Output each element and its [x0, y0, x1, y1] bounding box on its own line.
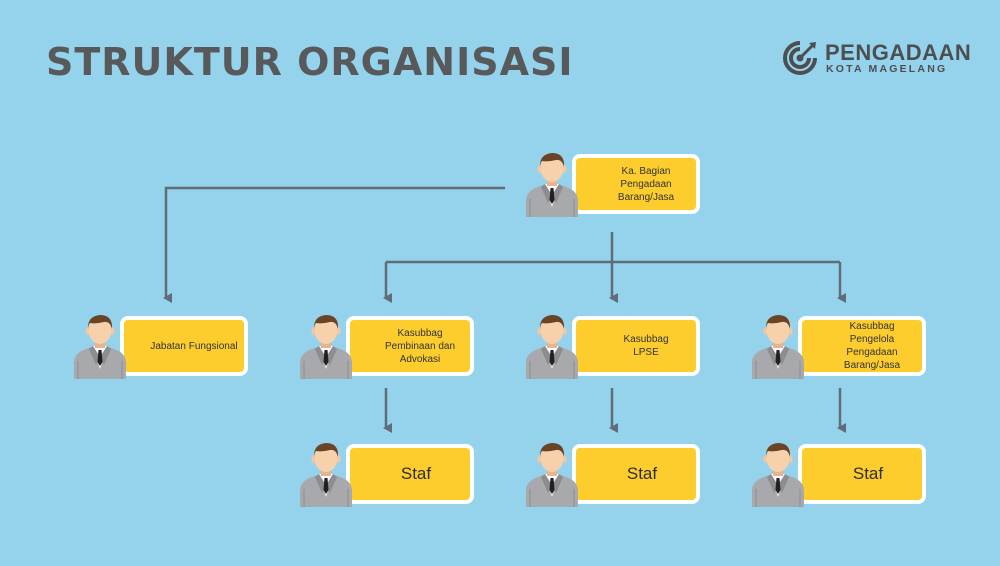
person-icon — [752, 443, 804, 507]
node-kasubbag-pembinaan-label: Kasubbag Pembinaan dan Advokasi — [384, 327, 456, 365]
page-title: STRUKTUR ORGANISASI — [46, 40, 574, 84]
target-icon — [783, 41, 817, 75]
logo-name: PENGADAAN — [825, 40, 972, 65]
node-head-label: Ka. Bagian Pengadaan Barang/Jasa — [617, 165, 675, 203]
node-staf-pembinaan-box: Staf — [346, 444, 474, 504]
node-staf-lpse-box: Staf — [572, 444, 700, 504]
person-icon — [300, 443, 352, 507]
node-staf-pengelola-label: Staf — [852, 464, 884, 483]
node-kasubbag-pembinaan-box: Kasubbag Pembinaan dan Advokasi — [346, 316, 474, 376]
node-head: Ka. Bagian Pengadaan Barang/Jasa — [524, 151, 700, 217]
node-staf-lpse-label: Staf — [626, 464, 658, 483]
node-jabatan-fungsional: Jabatan Fungsional — [72, 313, 248, 379]
node-staf-pembinaan: Staf — [298, 441, 474, 507]
logo-subtitle: KOTA MAGELANG — [826, 63, 948, 75]
person-icon — [526, 443, 578, 507]
person-icon — [526, 153, 578, 217]
node-head-box: Ka. Bagian Pengadaan Barang/Jasa — [572, 154, 700, 214]
person-icon — [300, 315, 352, 379]
node-kasubbag-lpse-box: Kasubbag LPSE — [572, 316, 700, 376]
node-staf-pengelola: Staf — [750, 441, 926, 507]
person-icon — [752, 315, 804, 379]
node-kasubbag-pengelola-label: Kasubbag Pengelola Pengadaan Barang/Jasa — [843, 321, 901, 371]
node-staf-lpse: Staf — [524, 441, 700, 507]
node-jabatan-fungsional-box: Jabatan Fungsional — [120, 316, 248, 376]
node-jabatan-fungsional-label: Jabatan Fungsional — [150, 340, 238, 352]
connector-head-to-fungsional — [163, 186, 505, 303]
person-icon — [526, 315, 578, 379]
node-staf-pembinaan-label: Staf — [400, 464, 432, 483]
node-kasubbag-lpse: Kasubbag LPSE — [524, 313, 700, 379]
node-kasubbag-lpse-label: Kasubbag LPSE — [623, 334, 669, 358]
node-kasubbag-pengelola: Kasubbag Pengelola Pengadaan Barang/Jasa — [750, 313, 926, 379]
person-icon — [74, 315, 126, 379]
node-staf-pengelola-box: Staf — [798, 444, 926, 504]
node-kasubbag-pembinaan: Kasubbag Pembinaan dan Advokasi — [298, 313, 474, 379]
node-kasubbag-pengelola-box: Kasubbag Pengelola Pengadaan Barang/Jasa — [798, 316, 926, 376]
